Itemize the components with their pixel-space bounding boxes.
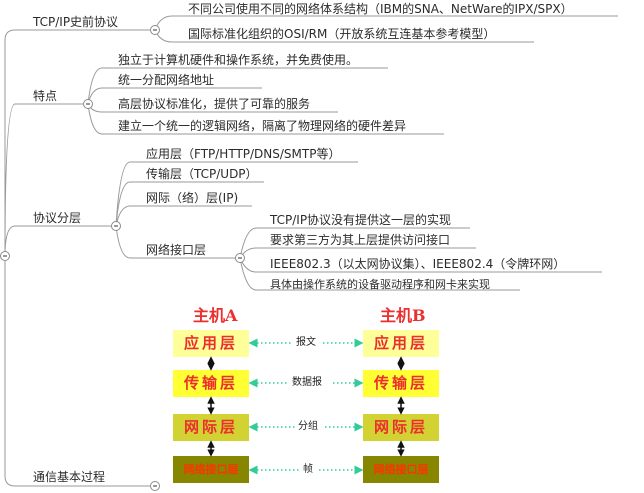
host-a-title: 主机A [193,306,238,325]
topic-layers[interactable]: 协议分层 [33,211,82,225]
collapse-toggle-netif[interactable] [235,253,245,263]
host-b-layer-application: 应用层 [363,330,439,357]
netif-item-2[interactable]: 要求第三方为其上层提供访问接口 [270,233,451,247]
collapse-toggle-process[interactable] [150,481,160,491]
host-a-layer-transport: 传输层 [173,370,249,397]
layer-item-network-interface[interactable]: 网络接口层 [146,243,207,257]
host-b-layer-internet: 网际层 [363,414,439,441]
collapse-toggle-root[interactable] [0,251,10,261]
host-a-layer-application: 应用层 [173,330,249,357]
link-label-frame: 帧 [303,464,313,475]
collapse-toggle-history[interactable] [150,25,160,35]
netif-item-3[interactable]: IEEE802.3（以太网协议集）、IEEE802.4（令牌环网） [270,257,566,271]
layer-item-application[interactable]: 应用层（FTP/HTTP/DNS/SMTP等） [146,147,341,161]
collapse-toggle-layers[interactable] [111,221,121,231]
topic-history[interactable]: TCP/IP史前协议 [33,15,119,29]
topic-features[interactable]: 特点 [33,89,58,103]
topic-process[interactable]: 通信基本过程 [33,470,106,484]
link-label-message: 报文 [296,337,316,348]
netif-item-4[interactable]: 具体由操作系统的设备驱动程序和网卡来实现 [270,278,490,291]
history-item-2[interactable]: 国际标准化组织的OSI/RM（开放系统互连基本参考模型） [188,27,496,41]
link-label-packet: 分组 [298,421,318,432]
history-item-1[interactable]: 不同公司使用不同的网络体系结构（IBM的SNA、NetWare的IPX/SPX） [188,2,573,16]
layer-item-internet[interactable]: 网际（络）层(IP) [146,191,239,205]
feature-item-4[interactable]: 建立一个统一的逻辑网络，隔离了物理网络的硬件差异 [118,119,407,133]
layer-item-transport[interactable]: 传输层（TCP/UDP） [146,167,258,181]
feature-item-1[interactable]: 独立于计算机硬件和操作系统，并免费使用。 [118,53,359,67]
host-a-layer-network-interface: 网络接口层 [173,456,249,483]
link-label-datagram: 数据报 [292,377,322,388]
host-b-layer-transport: 传输层 [363,370,439,397]
communication-diagram: 主机A 主机B 应用层 传输层 网际层 网络接口层 应用层 传输层 网际层 网络… [165,296,465,486]
netif-item-1[interactable]: TCP/IP协议没有提供这一层的实现 [270,213,452,227]
collapse-toggle-features[interactable] [83,99,93,109]
host-b-title: 主机B [380,306,426,325]
feature-item-3[interactable]: 高层协议标准化，提供了可靠的服务 [118,97,311,111]
host-b-layer-network-interface: 网络接口层 [363,456,439,483]
host-a-layer-internet: 网际层 [173,414,249,441]
diagram-arrows [207,338,405,475]
feature-item-2[interactable]: 统一分配网络地址 [118,73,215,87]
